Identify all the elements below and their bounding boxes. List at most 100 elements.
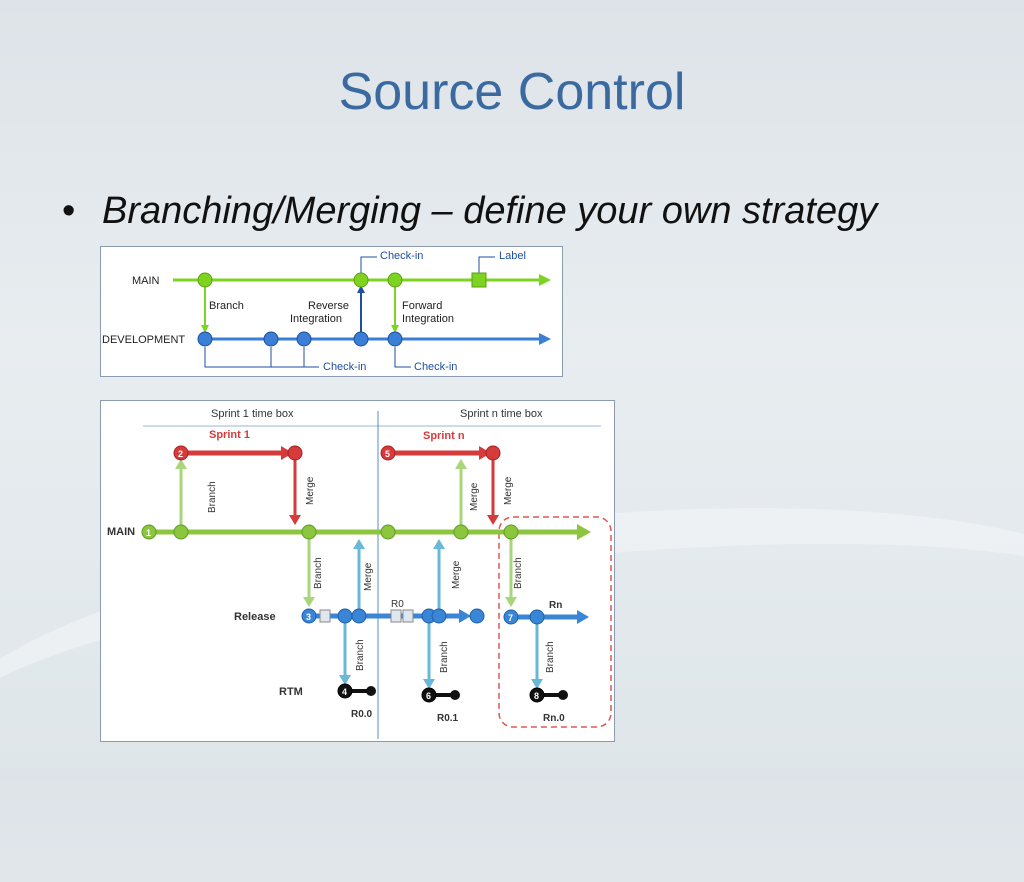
- branch-arrowhead: [303, 597, 315, 607]
- branch-arrowhead: [423, 679, 435, 689]
- checkin-bottom-label-1: Check-in: [323, 361, 366, 373]
- reverse-integration-arrowhead: [357, 285, 365, 293]
- checkin-bottom-callout-2: [394, 347, 411, 368]
- node-number: 4: [342, 687, 347, 697]
- release-node: [469, 608, 485, 624]
- sprint1-node-2: [173, 445, 189, 461]
- branch-arrowhead: [531, 679, 543, 689]
- merge-label-r0: Merge: [451, 560, 462, 589]
- header-sprintn-timebox: Sprint n time box: [460, 408, 543, 420]
- release-label: Release: [234, 611, 276, 623]
- r01-label: R0.1: [437, 713, 459, 724]
- main-node-1: [141, 524, 157, 540]
- main-label: MAIN: [132, 275, 160, 287]
- forward-integration-arrowhead: [391, 325, 399, 333]
- branch-label-rtm2: Branch: [439, 641, 450, 673]
- release-node-7: [503, 609, 519, 625]
- main-node: [173, 524, 189, 540]
- sprint1-arrowhead: [281, 446, 293, 460]
- merge-label-sprintn-up: Merge: [469, 482, 480, 511]
- node-number: 3: [306, 612, 311, 622]
- main-node: [503, 524, 519, 540]
- bullet-dot: •: [62, 190, 76, 232]
- label-callout: [478, 256, 495, 273]
- branch-label-rtm1: Branch: [355, 639, 366, 671]
- node-number: 7: [508, 613, 513, 623]
- release-node: [351, 608, 367, 624]
- sprintn-label: Sprint n: [423, 430, 465, 442]
- merge-arrowhead: [353, 539, 365, 549]
- release-n-arrowhead: [577, 610, 589, 624]
- rtm-label: RTM: [279, 686, 303, 698]
- branch-merge-diagram: MAIN DEVELOPMENT Branch Reverse Integrat…: [100, 246, 563, 377]
- sprint-branching-svg: Sprint 1 time box Sprint n time box Spri…: [107, 408, 612, 739]
- rtm-node-4: [337, 683, 353, 699]
- label-top-label: Label: [499, 250, 526, 262]
- checkin-top-callout: [360, 256, 377, 273]
- sprintn-node-5: [380, 445, 396, 461]
- rtm-node: [450, 690, 460, 700]
- release-node: [337, 608, 353, 624]
- development-label: DEVELOPMENT: [102, 334, 185, 346]
- node-number: 1: [146, 528, 151, 538]
- main-arrowhead: [539, 274, 551, 286]
- r0-label: R0: [391, 599, 404, 610]
- release-label-tag: [402, 609, 414, 623]
- sprintn-node: [485, 445, 501, 461]
- main-arrowhead: [577, 524, 591, 540]
- node-number: 8: [534, 691, 539, 701]
- release-node-3: [301, 608, 317, 624]
- r00-label: R0.0: [351, 709, 373, 720]
- development-node: [387, 331, 403, 347]
- bullet-item: • Branching/Merging – define your own str…: [62, 190, 877, 233]
- reverse-integration-label-2: Integration: [290, 313, 342, 325]
- development-node: [353, 331, 369, 347]
- main-node: [380, 524, 396, 540]
- checkin-bottom-label-2: Check-in: [414, 361, 457, 373]
- release-node: [529, 609, 545, 625]
- checkin-bottom-callout-1: [204, 347, 319, 368]
- release-label-tag: [390, 609, 402, 623]
- bullet-text: Branching/Merging – define your own stra…: [102, 190, 878, 232]
- merge-label-sprint1: Merge: [305, 476, 316, 505]
- rtm-node-8: [529, 687, 545, 703]
- branch-merge-svg: MAIN DEVELOPMENT Branch Reverse Integrat…: [102, 250, 551, 373]
- branch-label-rtm3: Branch: [545, 641, 556, 673]
- merge-arrowhead: [433, 539, 445, 549]
- merge-arrowhead: [487, 515, 499, 525]
- release-arrowhead: [459, 609, 471, 623]
- merge-label-release: Merge: [363, 562, 374, 591]
- checkin-top-label: Check-in: [380, 250, 423, 262]
- branch-label-sprint1: Branch: [207, 481, 218, 513]
- branch-arrowhead: [505, 597, 517, 607]
- main-label: MAIN: [107, 526, 135, 538]
- branch-arrowhead: [201, 325, 209, 333]
- reverse-integration-label-1: Reverse: [308, 300, 349, 312]
- development-node: [296, 331, 312, 347]
- rtm-node: [366, 686, 376, 696]
- node-number: 5: [385, 449, 390, 459]
- merge-arrowhead: [289, 515, 301, 525]
- sprint1-label: Sprint 1: [209, 429, 250, 441]
- branch-label: Branch: [209, 300, 244, 312]
- branch-arrowhead: [175, 459, 187, 469]
- branch-arrowhead: [339, 675, 351, 685]
- forward-integration-label-1: Forward: [402, 300, 442, 312]
- branch-label-rn: Branch: [513, 557, 524, 589]
- rtm-node-6: [421, 687, 437, 703]
- development-node: [263, 331, 279, 347]
- highlight-box: [498, 516, 612, 728]
- main-node: [197, 272, 213, 288]
- main-node: [353, 272, 369, 288]
- branch-arrowhead: [455, 459, 467, 469]
- slide-title: Source Control: [338, 63, 686, 121]
- branch-label-release: Branch: [313, 557, 324, 589]
- release-label-tag: [319, 609, 331, 623]
- release-node: [431, 608, 447, 624]
- sprintn-arrowhead: [479, 446, 491, 460]
- sprint1-node: [287, 445, 303, 461]
- label-square-node: [471, 272, 487, 288]
- main-node: [387, 272, 403, 288]
- development-arrowhead: [539, 333, 551, 345]
- rtm-node: [558, 690, 568, 700]
